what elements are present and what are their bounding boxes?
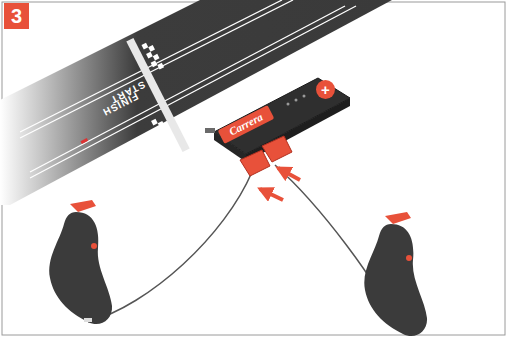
node-text: +: [321, 82, 330, 97]
power-button: +: [316, 80, 335, 99]
hand-controller: [49, 200, 112, 324]
lane-lines: [20, 0, 356, 178]
hand-controller: [364, 212, 427, 336]
track: [0, 0, 392, 205]
start-finish-line: [50, 32, 203, 192]
insert-arrow: [278, 168, 300, 180]
insert-arrow: [260, 189, 283, 200]
step-badge: 3: [4, 3, 29, 29]
node-text: 3: [11, 6, 22, 26]
cable: [88, 172, 252, 322]
